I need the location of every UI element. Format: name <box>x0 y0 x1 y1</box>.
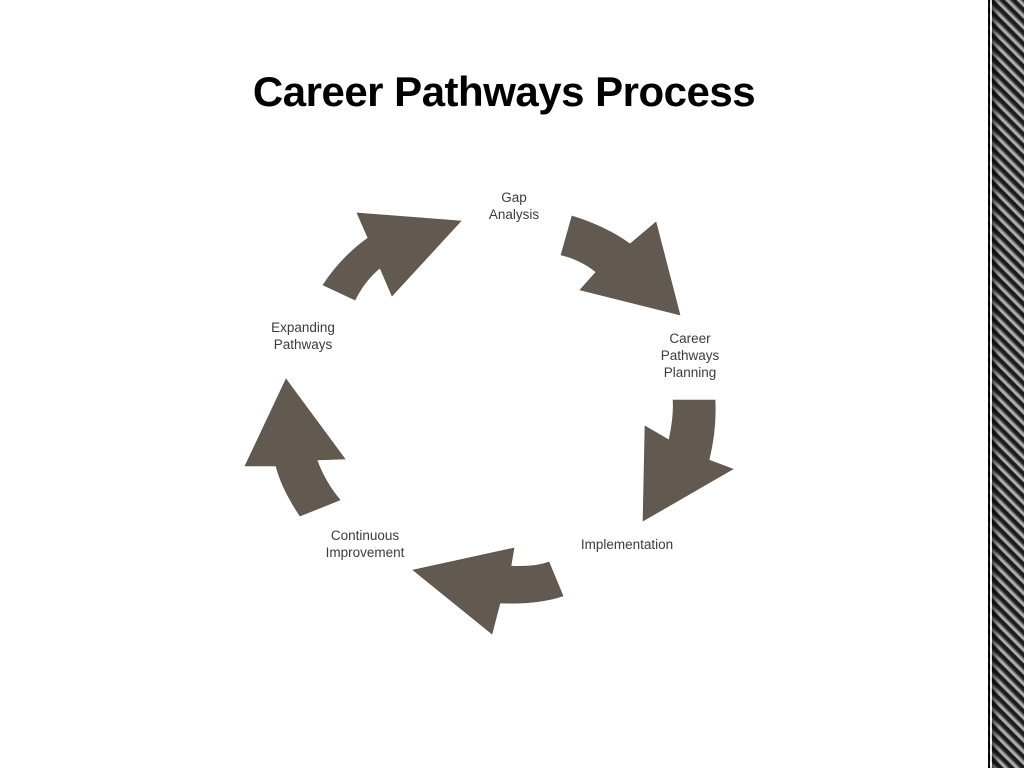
stage-label-implementation: Implementation <box>580 537 674 552</box>
stage-label-continuous-improvement: Continuous Improvement <box>325 528 405 560</box>
slide-title: Career Pathways Process <box>252 68 756 115</box>
arrow-expanding-to-gap <box>322 212 462 301</box>
arrow-planning-to-implementation <box>642 399 734 522</box>
arrow-continuous-to-expanding <box>244 378 346 517</box>
stage-label-career-pathways-planning: Career Pathways Planning <box>660 331 720 380</box>
arrow-implementation-to-continuous <box>412 547 564 635</box>
arrow-gap-to-planning <box>560 215 681 316</box>
stage-label-expanding-pathways: Expanding Pathways <box>271 320 335 352</box>
decorative-edge-strip <box>988 0 1024 768</box>
stage-label-gap-analysis: Gap Analysis <box>488 190 540 222</box>
